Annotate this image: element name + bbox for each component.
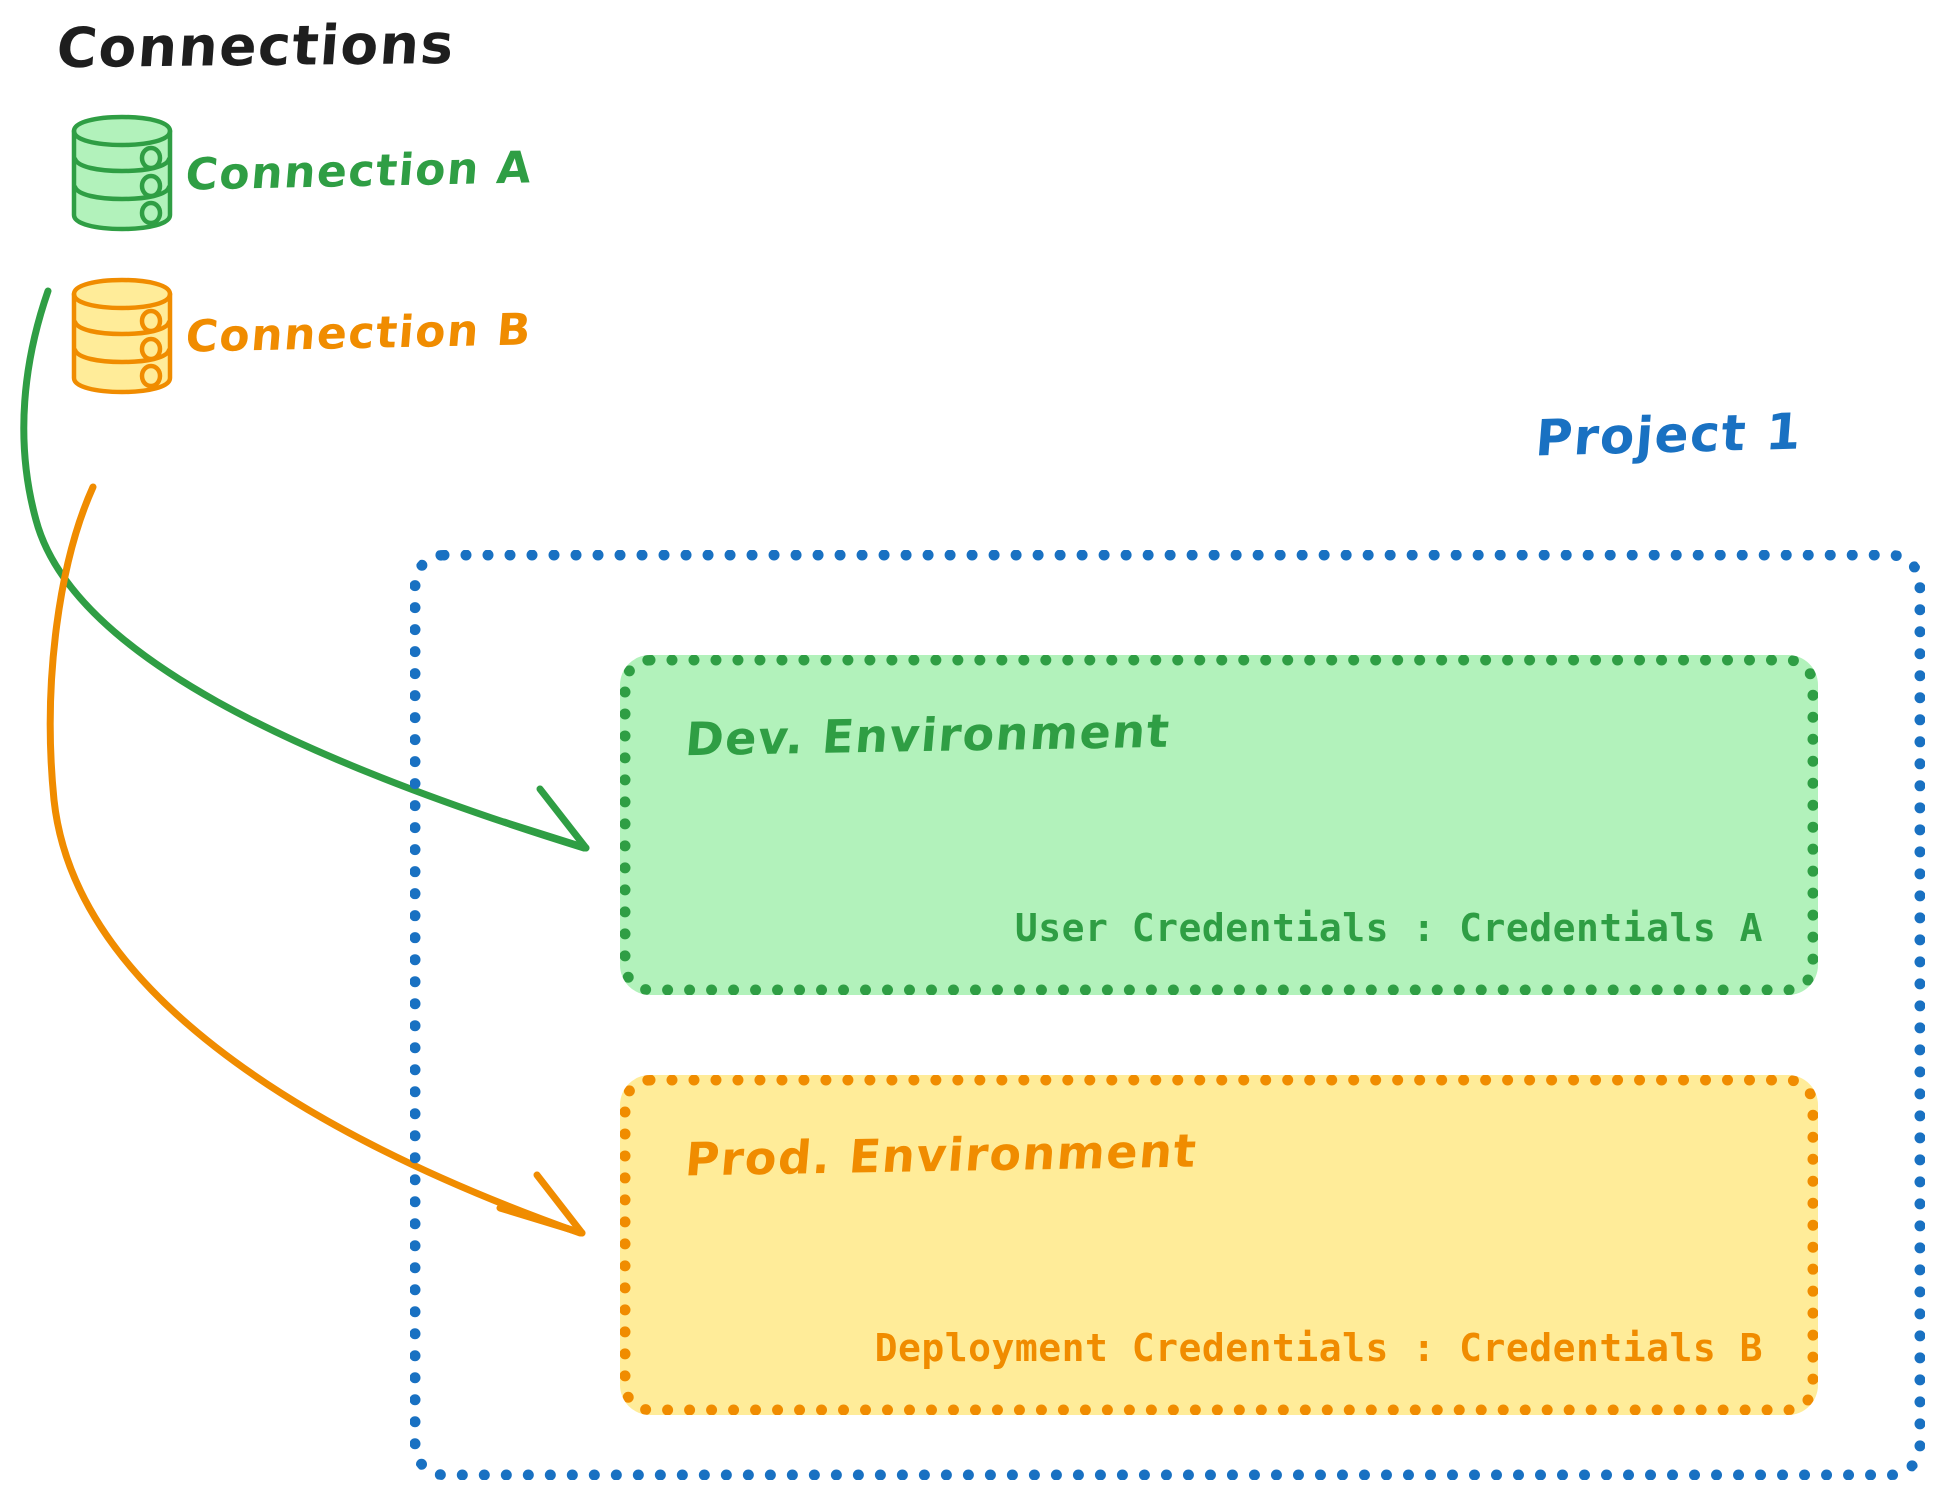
database-cylinder-icon [68, 113, 176, 233]
connection-b-label: Connection B [183, 304, 535, 363]
prod-environment-box: Prod. Environment Deployment Credentials… [620, 1075, 1818, 1415]
prod-environment-credentials: Deployment Credentials : Credentials B [874, 1326, 1763, 1370]
dev-environment-title: Dev. Environment [683, 703, 1173, 767]
database-cylinder-icon [68, 276, 176, 396]
prod-environment-title: Prod. Environment [683, 1123, 1200, 1187]
dev-environment-credentials: User Credentials : Credentials A [1014, 906, 1763, 950]
dev-environment-box: Dev. Environment User Credentials : Cred… [620, 655, 1818, 995]
project-container [410, 550, 1925, 1480]
connection-a-label: Connection A [183, 142, 535, 201]
page-title: Connections [54, 11, 458, 81]
project-title: Project 1 [1533, 402, 1805, 468]
